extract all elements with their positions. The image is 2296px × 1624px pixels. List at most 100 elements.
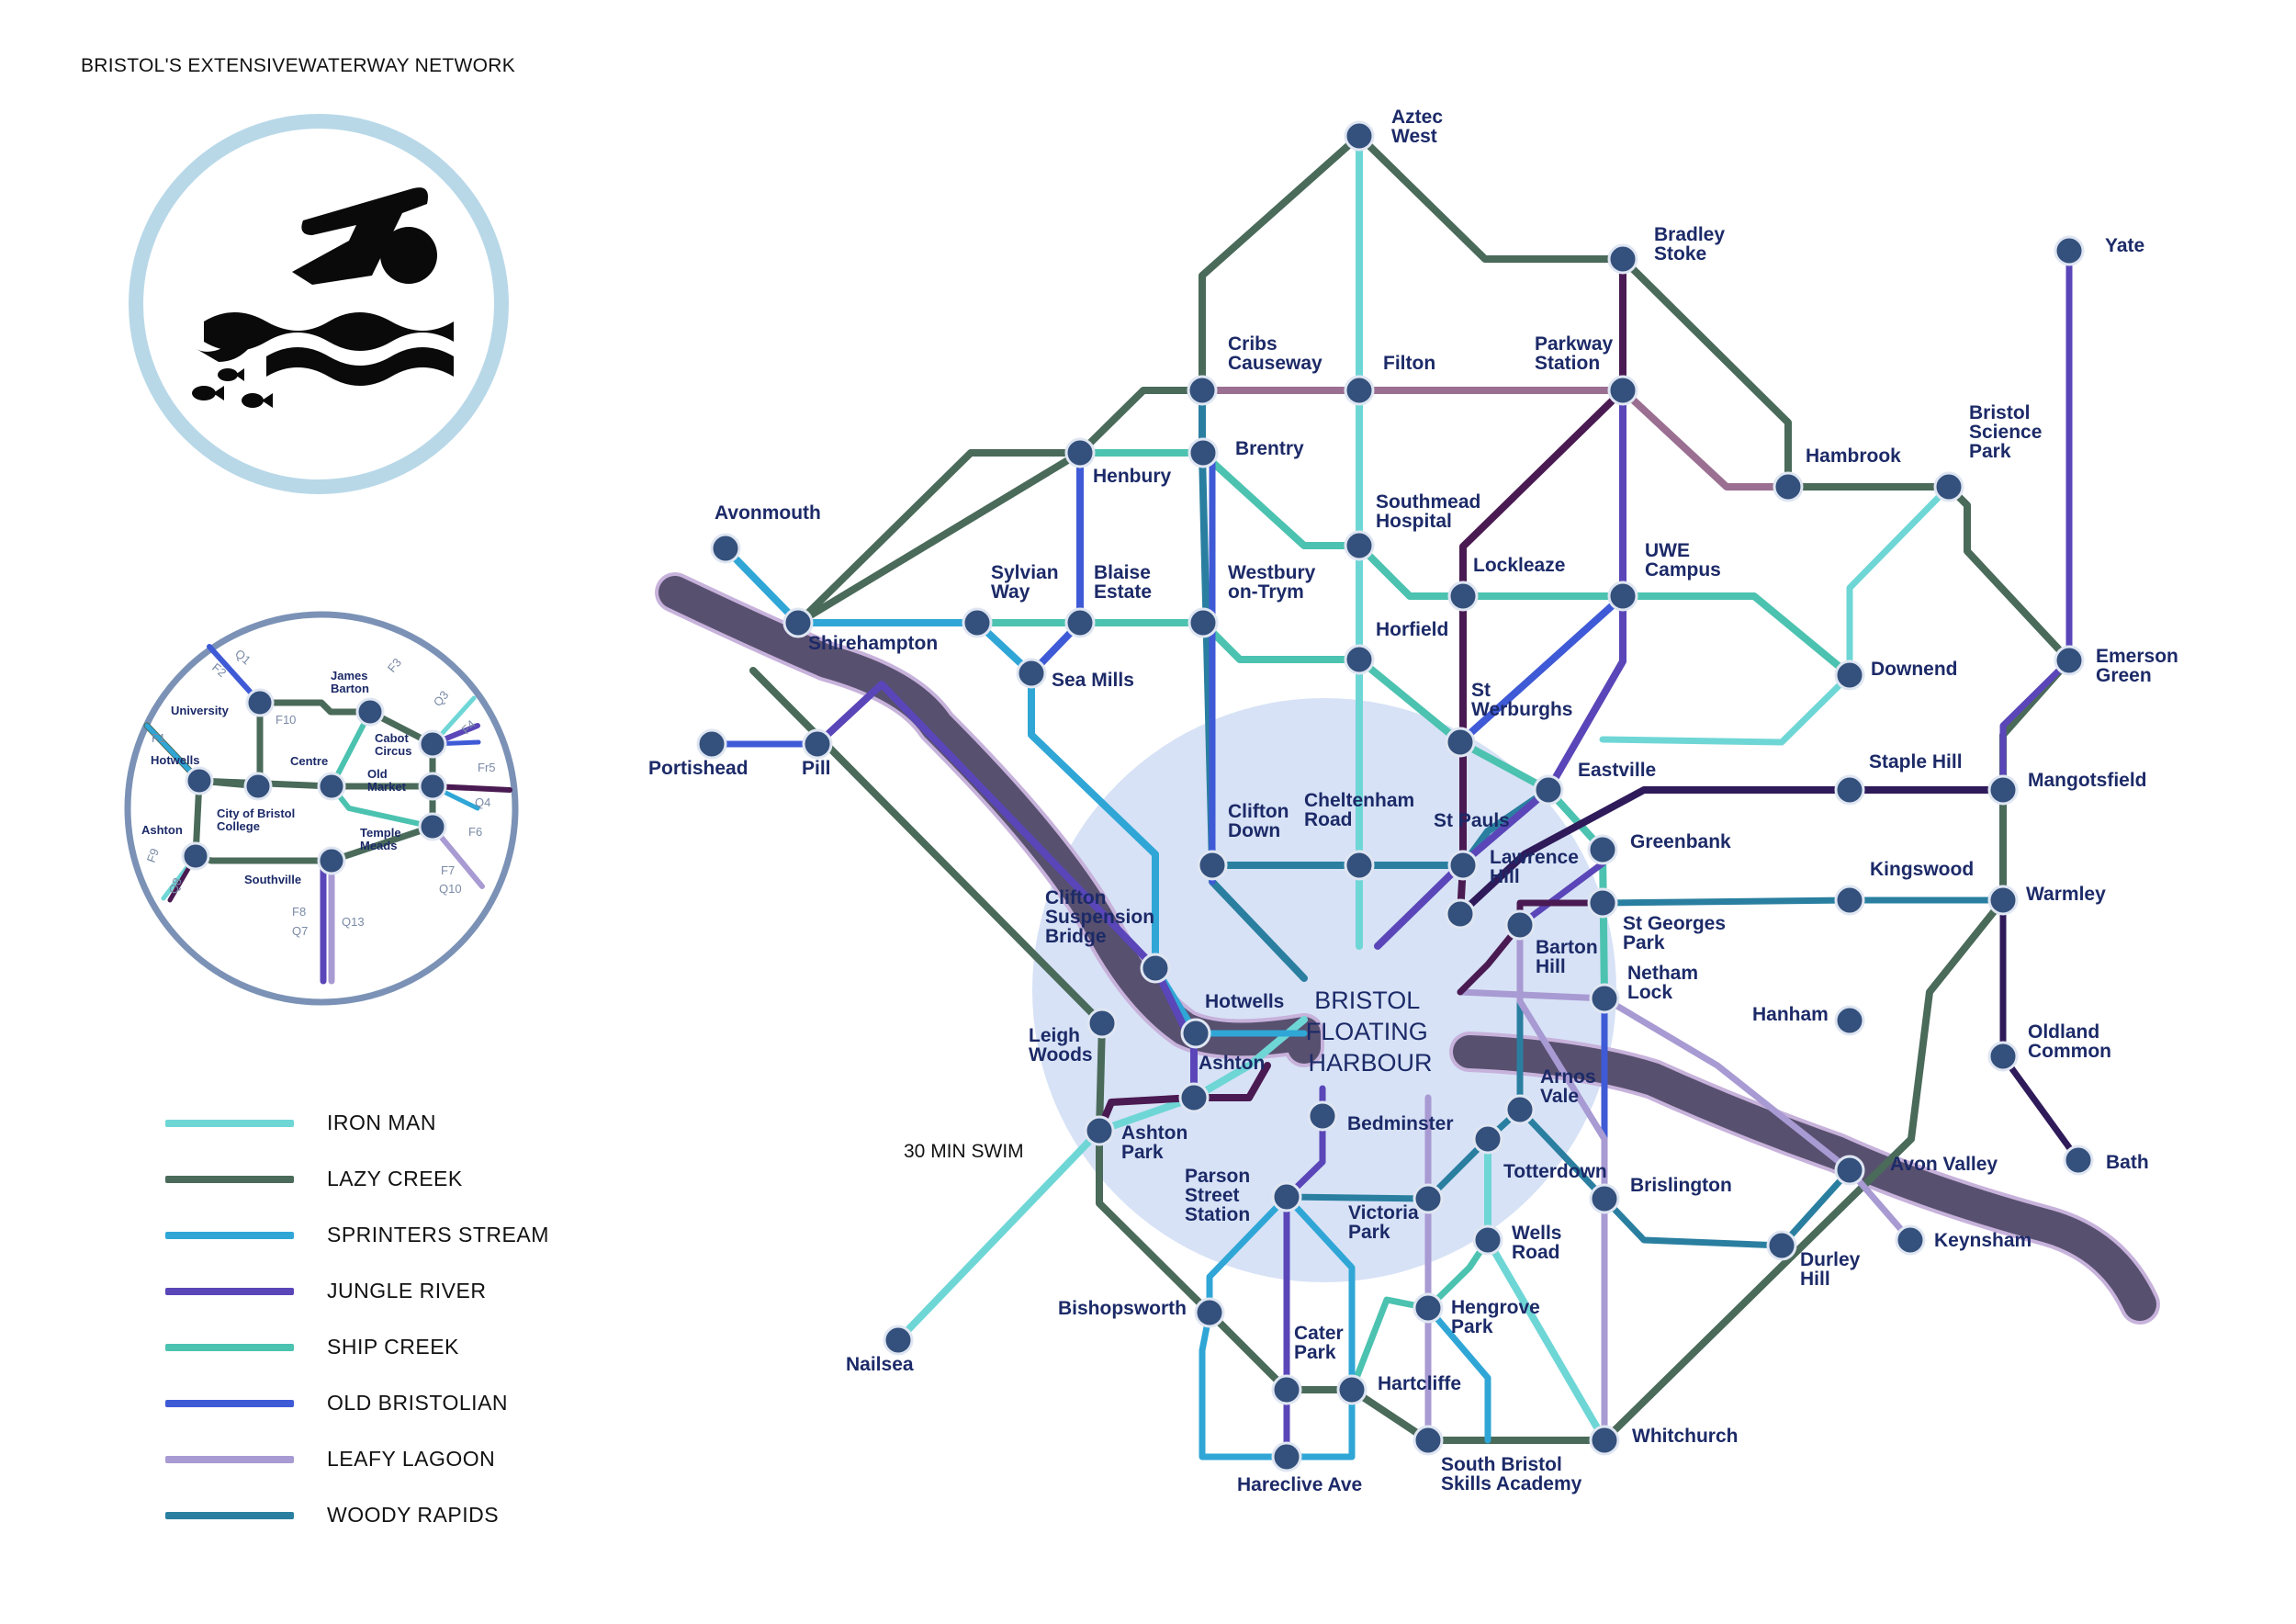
station-stpauls[interactable] xyxy=(1447,850,1479,881)
station-staplehill[interactable] xyxy=(1834,774,1865,806)
station-shirehampton[interactable] xyxy=(782,607,814,638)
station-whitchurch[interactable] xyxy=(1589,1425,1620,1456)
station-sylvian[interactable] xyxy=(962,607,993,638)
station-parkway[interactable] xyxy=(1607,375,1638,406)
inset-route-code: F7 xyxy=(441,863,455,877)
station-sbsa[interactable] xyxy=(1412,1425,1444,1456)
station-hambrook[interactable] xyxy=(1773,471,1804,502)
swim-time-note: 30 MIN SWIM xyxy=(904,1141,1024,1162)
station-bishopsworth[interactable] xyxy=(1194,1297,1225,1328)
inset-station-centre[interactable] xyxy=(317,772,346,801)
station-avonvalley[interactable] xyxy=(1834,1155,1865,1186)
legend-label: IRON MAN xyxy=(327,1111,436,1134)
station-keynsham[interactable] xyxy=(1895,1224,1926,1256)
route-segment xyxy=(1599,897,2007,907)
station-leighwoods[interactable] xyxy=(1086,1008,1118,1039)
route-segment xyxy=(1457,988,1914,1244)
station-kingswood[interactable] xyxy=(1834,885,1865,916)
station-label-stpauls: St Pauls xyxy=(1434,810,1510,831)
station-hartcliffe[interactable] xyxy=(1336,1374,1367,1405)
station-ashton[interactable] xyxy=(1178,1082,1210,1113)
station-cribs[interactable] xyxy=(1187,375,1218,406)
station-eastville[interactable] xyxy=(1533,774,1564,806)
inset-station-cabot[interactable] xyxy=(418,729,447,759)
station-durleyhill[interactable] xyxy=(1766,1230,1797,1261)
inset-station-hotwells[interactable] xyxy=(185,766,214,795)
station-southmead[interactable] xyxy=(1344,530,1375,561)
station-wellsroad[interactable] xyxy=(1472,1224,1503,1256)
inset-route-code: Q10 xyxy=(439,882,462,896)
station-horfield[interactable] xyxy=(1344,644,1375,675)
route-segment xyxy=(1516,860,1606,929)
station-bath[interactable] xyxy=(2063,1145,2094,1176)
station-blaise[interactable] xyxy=(1064,607,1096,638)
station-avonmouth[interactable] xyxy=(710,533,741,564)
station-seamills[interactable] xyxy=(1016,658,1047,689)
station-stwerburghs[interactable] xyxy=(1445,727,1476,758)
station-uwe[interactable] xyxy=(1607,581,1638,612)
inset-route-code: Q4 xyxy=(475,795,490,809)
station-portishead[interactable] xyxy=(696,728,727,760)
station-henbury[interactable] xyxy=(1064,437,1096,468)
station-parson[interactable] xyxy=(1271,1181,1302,1212)
station-emerson[interactable] xyxy=(2054,645,2085,676)
station-hanham[interactable] xyxy=(1834,1005,1865,1036)
inset-route-code: Fr5 xyxy=(478,761,496,774)
station-brentry[interactable] xyxy=(1187,437,1219,468)
legend-label: WOODY RAPIDS xyxy=(327,1503,500,1527)
station-brislington[interactable] xyxy=(1589,1183,1620,1214)
station-lawrencehill[interactable] xyxy=(1445,898,1476,930)
station-arnosvale[interactable] xyxy=(1504,1094,1536,1125)
station-pill[interactable] xyxy=(802,728,833,760)
station-stgeorges[interactable] xyxy=(1587,887,1618,919)
station-bradley[interactable] xyxy=(1607,243,1638,275)
station-victoriapark[interactable] xyxy=(1412,1183,1444,1214)
station-filton[interactable] xyxy=(1344,375,1375,406)
inset-station-ashton[interactable] xyxy=(181,841,210,871)
inset-station-jamesbarton[interactable] xyxy=(355,697,385,727)
station-westbury[interactable] xyxy=(1187,607,1219,638)
station-nethamlock[interactable] xyxy=(1589,983,1620,1014)
station-label-bedminster: Bedminster xyxy=(1347,1113,1454,1134)
station-cliftondown[interactable] xyxy=(1197,850,1228,881)
inset-station-templemeads[interactable] xyxy=(418,812,447,841)
station-mangotsfield[interactable] xyxy=(1987,774,2019,806)
station-downend[interactable] xyxy=(1834,660,1865,691)
station-bartonhill[interactable] xyxy=(1504,909,1536,941)
station-label-hanham: Hanham xyxy=(1752,1004,1829,1025)
inset-station-university[interactable] xyxy=(245,688,275,717)
station-hengrove[interactable] xyxy=(1412,1292,1444,1324)
inset-station-cityofbristol[interactable] xyxy=(243,772,273,801)
station-caterpark[interactable] xyxy=(1271,1374,1302,1405)
inset-station-oldmarket[interactable] xyxy=(418,772,447,801)
station-totterdown[interactable] xyxy=(1472,1123,1503,1155)
station-warmley[interactable] xyxy=(1987,885,2019,916)
inset-station-southville[interactable] xyxy=(317,846,346,875)
station-ashtonpark[interactable] xyxy=(1084,1115,1115,1146)
station-bedminster[interactable] xyxy=(1307,1100,1338,1132)
station-bsp[interactable] xyxy=(1933,471,1964,502)
station-lockleaze[interactable] xyxy=(1447,581,1479,612)
station-hotwells[interactable] xyxy=(1180,1018,1211,1049)
station-nailsea[interactable] xyxy=(883,1325,914,1356)
station-greenbank[interactable] xyxy=(1587,834,1618,865)
legend-label: SHIP CREEK xyxy=(327,1335,459,1359)
station-aztec[interactable] xyxy=(1344,120,1375,152)
station-oldland[interactable] xyxy=(1987,1041,2019,1072)
harbour-zone xyxy=(1032,698,1616,1282)
station-yate[interactable] xyxy=(2054,235,2085,266)
inset-route-code: F8 xyxy=(292,905,306,919)
station-cliftonbridge[interactable] xyxy=(1140,953,1171,984)
station-cheltenham[interactable] xyxy=(1344,850,1375,881)
station-hareclive[interactable] xyxy=(1271,1441,1302,1472)
